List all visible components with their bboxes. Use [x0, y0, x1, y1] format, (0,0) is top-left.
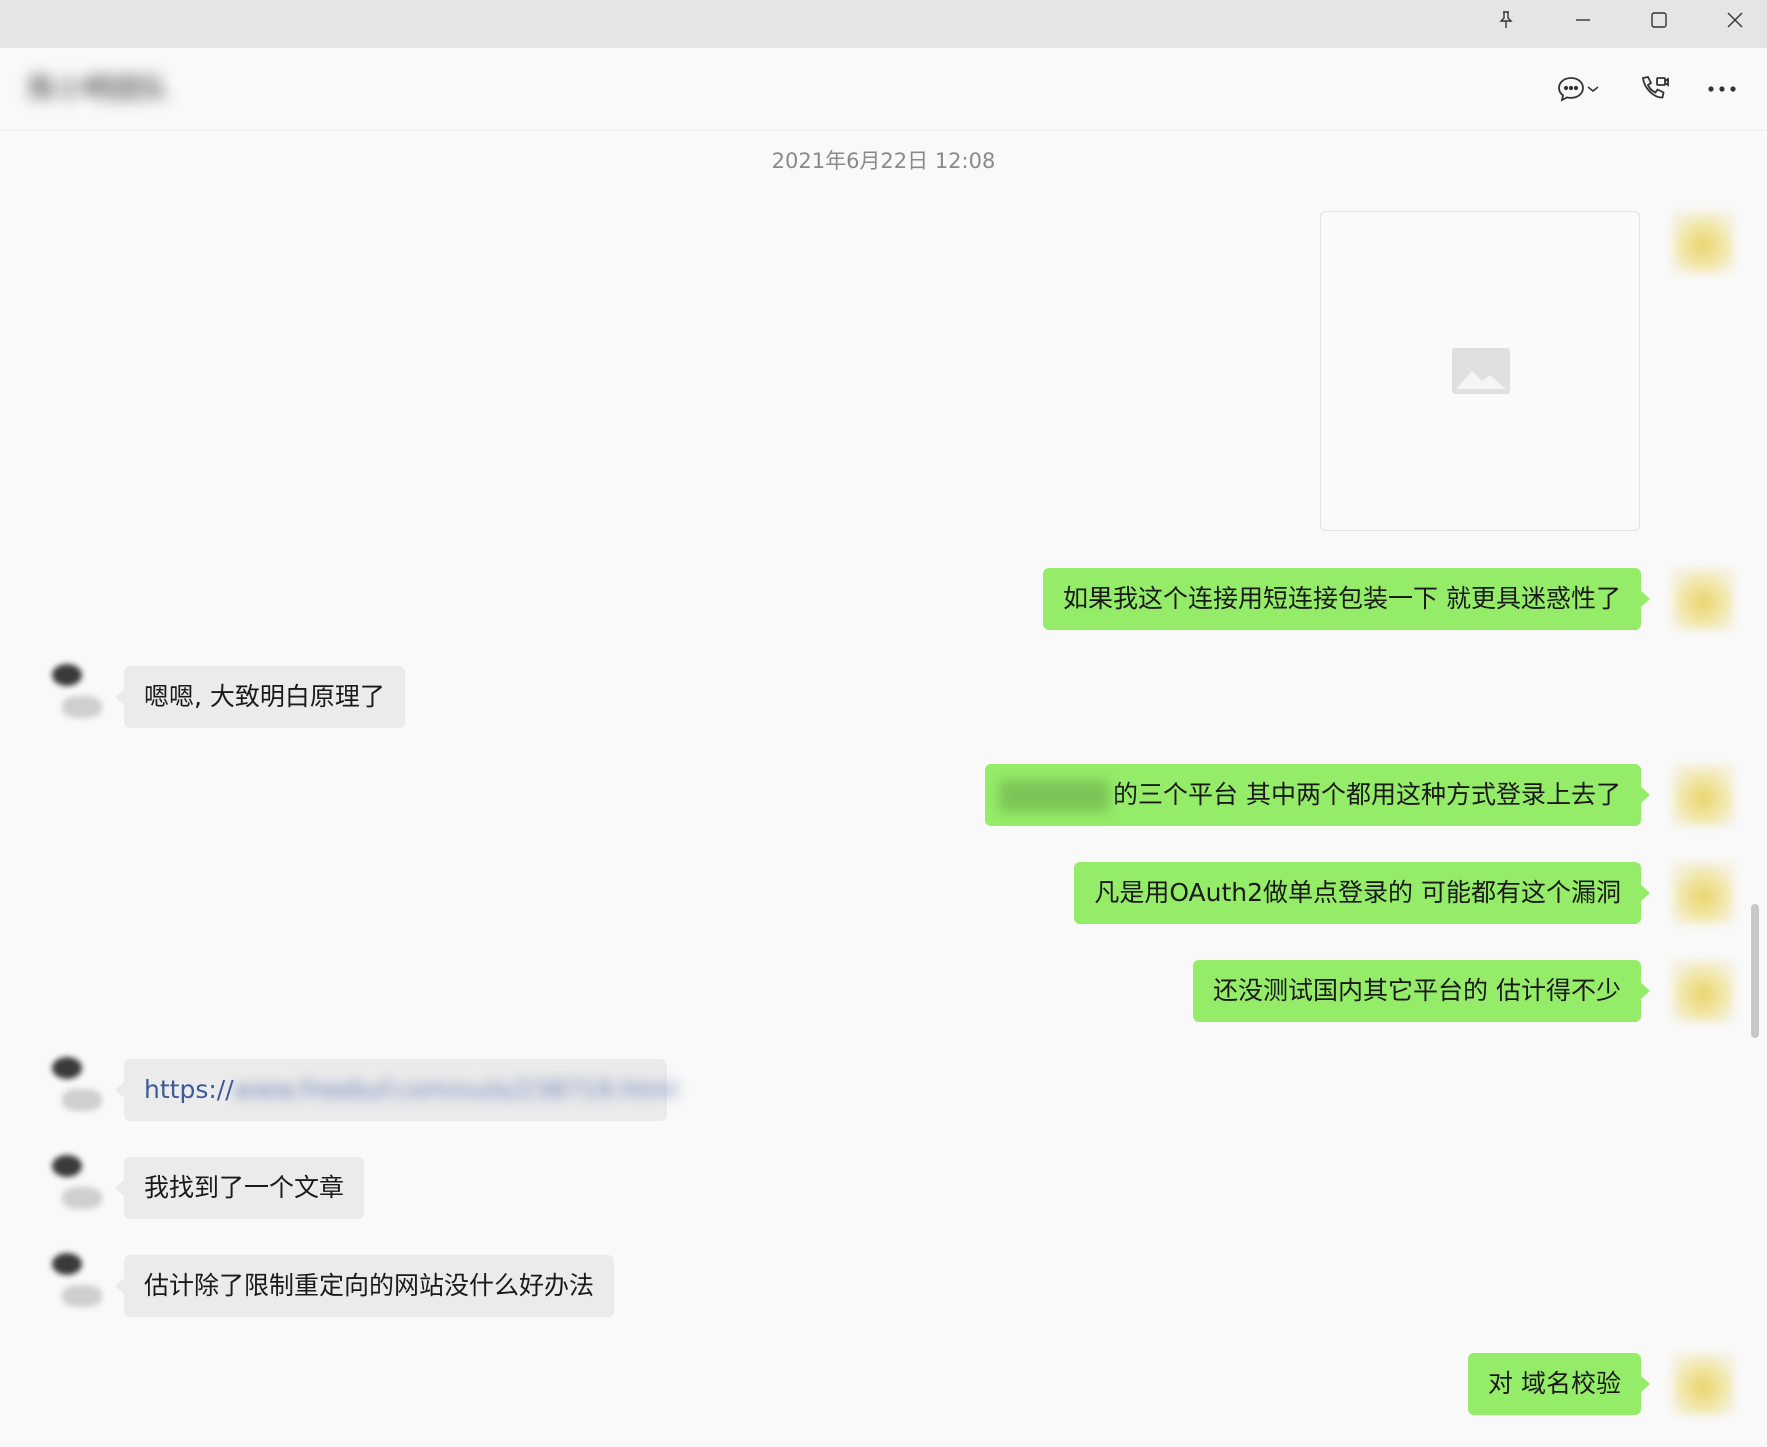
chat-header: 陈小明团队 [0, 48, 1767, 131]
my-avatar[interactable] [1672, 862, 1734, 924]
pin-icon[interactable] [1468, 0, 1544, 40]
minimize-icon[interactable] [1545, 0, 1621, 40]
my-avatar[interactable] [1672, 568, 1734, 630]
timestamp: 2021年6月22日 12:08 [771, 149, 996, 173]
link-redacted[interactable]: www.freebuf.com/vuls/238719.html [233, 1075, 678, 1104]
message-bubble[interactable]: 的三个平台 其中两个都用这种方式登录上去了 [985, 764, 1650, 826]
close-icon[interactable] [1697, 0, 1767, 40]
message-bubble[interactable]: 估计除了限制重定向的网站没什么好办法 [114, 1255, 615, 1317]
message-list[interactable]: 2021年6月22日 12:08 如果我这个连接用短连接包装一下 就更具迷惑性了… [0, 131, 1767, 1447]
contact-name[interactable]: 陈小明团队 [28, 72, 169, 105]
message-bubble[interactable]: 嗯嗯, 大致明白原理了 [115, 666, 405, 728]
more-icon[interactable] [1700, 68, 1744, 110]
my-avatar[interactable] [1672, 211, 1734, 273]
chevron-down-icon[interactable] [1586, 84, 1600, 94]
my-avatar[interactable] [1672, 960, 1734, 1022]
message-bubble[interactable]: 我找到了一个文章 [114, 1157, 365, 1219]
message-bubble[interactable]: 还没测试国内其它平台的 估计得不少 [1193, 960, 1650, 1022]
contact-avatar[interactable] [44, 662, 106, 732]
scrollbar-thumb[interactable] [1751, 904, 1759, 1038]
link-prefix[interactable]: https:// [144, 1075, 234, 1104]
message-text: 的三个平台 其中两个都用这种方式登录上去了 [1113, 780, 1621, 809]
contact-avatar[interactable] [44, 1153, 106, 1223]
contact-avatar[interactable] [44, 1055, 106, 1125]
image-placeholder-icon [1452, 348, 1510, 394]
video-call-icon[interactable] [1632, 68, 1676, 110]
contact-avatar[interactable] [44, 1251, 106, 1321]
image-message[interactable] [1320, 211, 1640, 531]
message-bubble[interactable]: 如果我这个连接用短连接包装一下 就更具迷惑性了 [1043, 568, 1650, 630]
message-bubble[interactable]: 凡是用OAuth2做单点登录的 可能都有这个漏洞 [1074, 862, 1650, 924]
message-bubble[interactable]: 对 域名校验 [1468, 1353, 1650, 1415]
my-avatar[interactable] [1672, 1353, 1734, 1415]
my-avatar[interactable] [1672, 764, 1734, 826]
maximize-icon[interactable] [1621, 0, 1697, 40]
title-bar [0, 0, 1767, 48]
chat-bubble-icon[interactable] [1548, 68, 1608, 110]
redacted-text [999, 780, 1110, 812]
link-message[interactable]: https://www.freebuf.com/vuls/238719.html [115, 1059, 678, 1121]
